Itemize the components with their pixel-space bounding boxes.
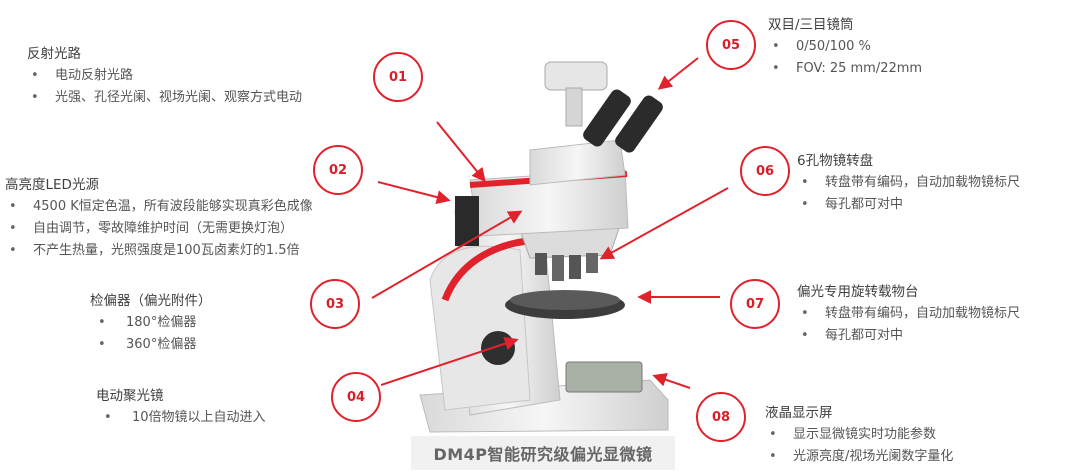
callout-badge-01: 01	[373, 52, 423, 102]
callout-badge-08: 08	[696, 392, 746, 442]
arrow-01	[436, 121, 486, 183]
arrow-02	[377, 181, 451, 204]
arrow-06	[599, 187, 729, 260]
callout-item: 每孔都可对中	[797, 194, 1020, 216]
callout-item: 0/50/100 %	[768, 36, 922, 58]
callout-item: 光源亮度/视场光阑数字量化	[765, 446, 953, 468]
callout-text-02: 高亮度LED光源 4500 K恒定色温，所有波段能够实现真彩色成像 自由调节，零…	[5, 174, 313, 262]
camera	[544, 61, 608, 91]
callout-text-05: 双目/三目镜筒 0/50/100 % FOV: 25 mm/22mm	[768, 14, 922, 80]
callout-title: 偏光专用旋转载物台	[797, 284, 919, 300]
callout-title: 电动聚光镜	[96, 388, 164, 404]
callout-text-04: 电动聚光镜 10倍物镜以上自动进入	[96, 385, 266, 429]
arrow-03	[371, 210, 523, 299]
callout-text-01: 反射光路 电动反射光路 光强、孔径光阑、视场光阑、观察方式电动	[27, 43, 302, 109]
callout-title: 检偏器（偏光附件）	[90, 293, 212, 309]
callout-title: 液晶显示屏	[765, 405, 833, 421]
callout-item: 显示显微镜实时功能参数	[765, 424, 953, 446]
callout-badge-02: 02	[313, 145, 363, 195]
callout-item: 转盘带有编码，自动加载物镜标尺	[797, 172, 1020, 194]
callout-title: 高亮度LED光源	[5, 177, 99, 193]
callout-item: 180°检偏器	[90, 312, 212, 334]
callout-title: 反射光路	[27, 46, 81, 62]
callout-title: 6孔物镜转盘	[797, 153, 874, 169]
callout-badge-06: 06	[740, 146, 790, 196]
callout-text-08: 液晶显示屏 显示显微镜实时功能参数 光源亮度/视场光阑数字量化	[765, 402, 953, 468]
callout-item: FOV: 25 mm/22mm	[768, 58, 922, 80]
arrow-04	[380, 336, 519, 386]
callout-text-03: 检偏器（偏光附件） 180°检偏器 360°检偏器	[90, 290, 212, 356]
callout-item: 每孔都可对中	[797, 325, 1020, 347]
callout-item: 不产生热量，光照强度是100瓦卤素灯的1.5倍	[5, 240, 313, 262]
callout-badge-05: 05	[706, 20, 756, 70]
callout-badge-07: 07	[730, 279, 780, 329]
callout-title: 双目/三目镜筒	[768, 17, 854, 33]
callout-badge-03: 03	[310, 279, 360, 329]
focus-knob	[481, 331, 515, 365]
eyepiece-tube	[529, 139, 626, 186]
callout-item: 光强、孔径光阑、视场光阑、观察方式电动	[27, 87, 302, 109]
callout-item: 360°检偏器	[90, 334, 212, 356]
product-caption: DM4P智能研究级偏光显微镜	[411, 436, 675, 470]
lcd-panel	[565, 361, 643, 393]
arrow-08	[652, 373, 691, 389]
callout-badge-04: 04	[331, 372, 381, 422]
callout-item: 电动反射光路	[27, 65, 302, 87]
callout-text-07: 偏光专用旋转载物台 转盘带有编码，自动加载物镜标尺 每孔都可对中	[797, 281, 1020, 347]
callout-item: 10倍物镜以上自动进入	[96, 407, 266, 429]
callout-text-06: 6孔物镜转盘 转盘带有编码，自动加载物镜标尺 每孔都可对中	[797, 150, 1020, 216]
callout-item: 自由调节，零故障维护时间（无需更换灯泡）	[5, 218, 313, 240]
arrow-05	[657, 57, 699, 90]
callout-item: 4500 K恒定色温，所有波段能够实现真彩色成像	[5, 196, 313, 218]
callout-item: 转盘带有编码，自动加载物镜标尺	[797, 303, 1020, 325]
